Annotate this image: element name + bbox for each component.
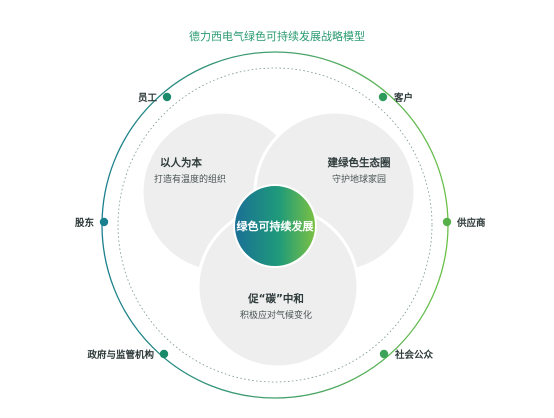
petal-people-subtitle: 打造有温度的组织: [154, 173, 226, 185]
petal-carbon-subtitle: 积极应对气候变化: [240, 309, 312, 321]
petal-ecosystem-title: 建绿色生态圈: [327, 156, 391, 169]
dot-supplier: [442, 217, 452, 227]
dot-customer: [378, 92, 388, 102]
inner-dashed-ring: [117, 67, 433, 383]
center-circle: [233, 184, 317, 268]
dot-government: [159, 349, 169, 359]
dot-public: [379, 349, 389, 359]
dot-employee: [162, 92, 172, 102]
stakeholder-government: 政府与监管机构: [87, 349, 154, 361]
dot-shareholder: [99, 217, 109, 227]
petal-carbon-title: 促“碳”中和: [247, 292, 304, 305]
stakeholder-dots: [99, 92, 452, 359]
petal-ecosystem-subtitle: 守护地球家园: [332, 173, 386, 185]
stakeholder-customer: 客户: [393, 92, 413, 104]
stakeholder-supplier: 供应商: [456, 217, 486, 229]
center-label: 绿色可持续发展: [237, 219, 315, 233]
stakeholder-shareholder: 股东: [75, 217, 95, 229]
petal-people-title: 以人为本: [160, 156, 202, 169]
stakeholder-public: 社会公众: [394, 349, 434, 361]
stakeholder-employee: 员工: [138, 93, 158, 104]
diagram-title: 德力西电气绿色可持续发展战略模型: [189, 29, 365, 43]
